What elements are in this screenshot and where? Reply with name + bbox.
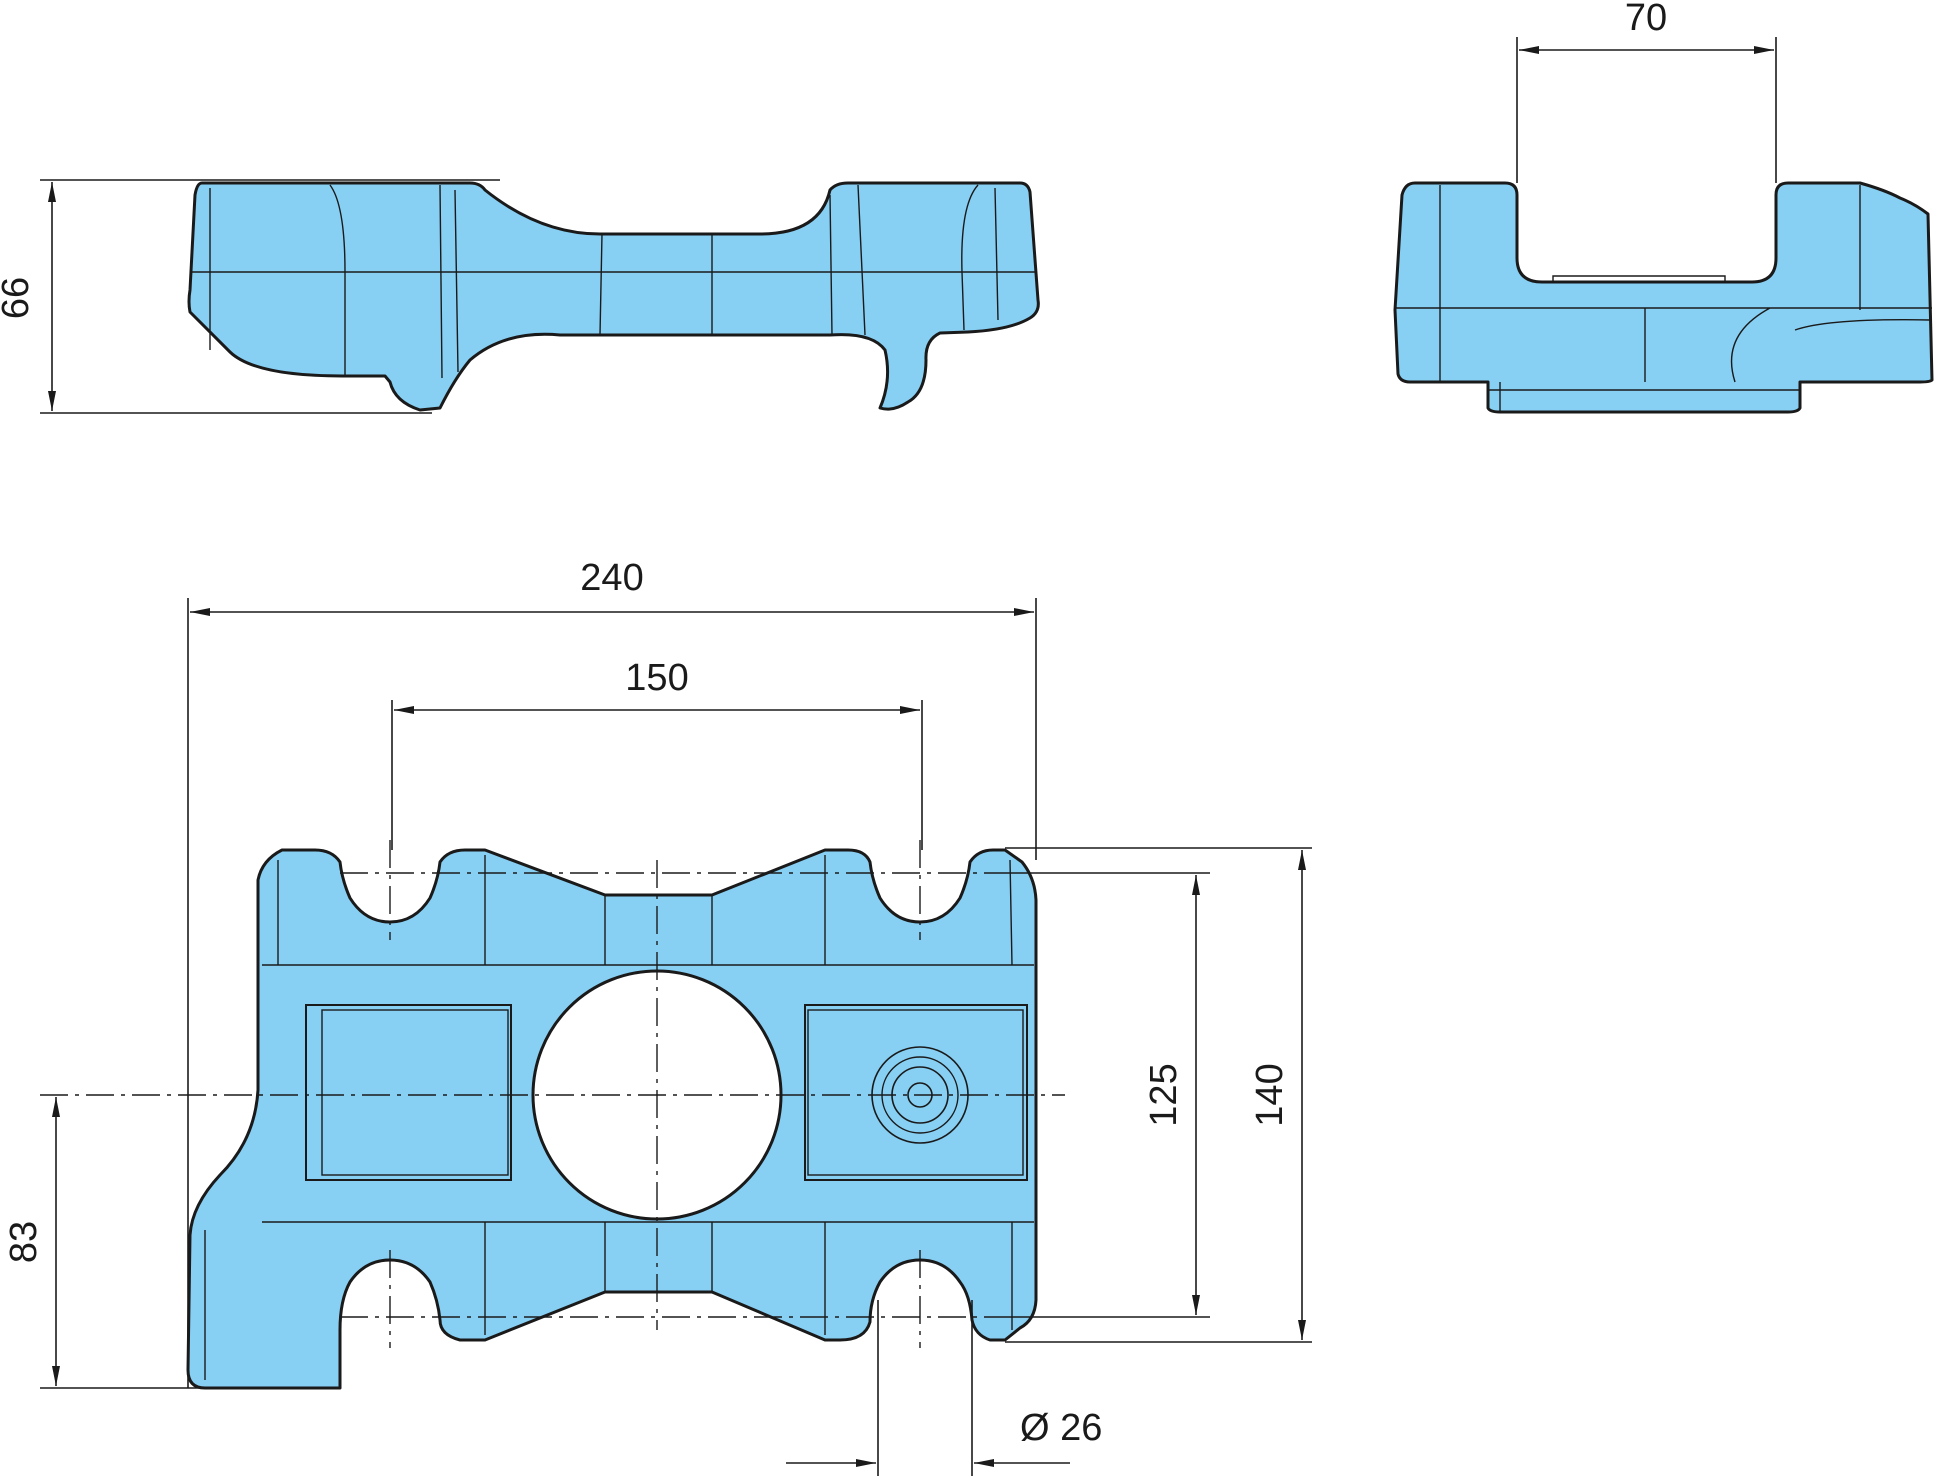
dim-label-150: 150 [625,657,688,699]
end-view: 70 [1393,0,1934,414]
side-view-body [187,181,1040,412]
side-view: 66 [0,179,1040,414]
dim-label-66: 66 [0,277,37,319]
right-recess-inner [807,1009,1024,1176]
dim-label-140: 140 [1249,1063,1291,1126]
side-view-contour-lines [209,184,999,379]
left-recess-inner [321,1009,509,1176]
plan-view-contour-lines [204,855,1034,1380]
plan-view: 240 150 125 140 83 Ø 26 [3,557,1312,1476]
right-recess-outer [804,1004,1028,1181]
dim-label-125: 125 [1143,1063,1185,1126]
dim-label-240: 240 [580,557,643,599]
dim-label-diameter-26: Ø 26 [1020,1407,1102,1449]
end-view-contour-lines [1395,185,1932,412]
left-recess-outer [305,1004,512,1181]
end-view-body [1393,181,1934,414]
dim-label-83: 83 [3,1221,45,1263]
dim-label-70: 70 [1625,0,1667,39]
